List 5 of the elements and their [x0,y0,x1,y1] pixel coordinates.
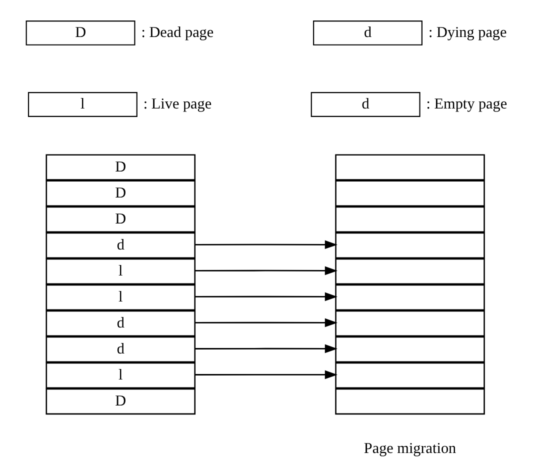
node-label: : Dead page [141,24,214,41]
label: Page migration [364,440,456,458]
node-label: : Empty page [426,96,508,113]
node-label: : Live page [143,96,212,113]
node-label: : Dying page [428,24,507,41]
